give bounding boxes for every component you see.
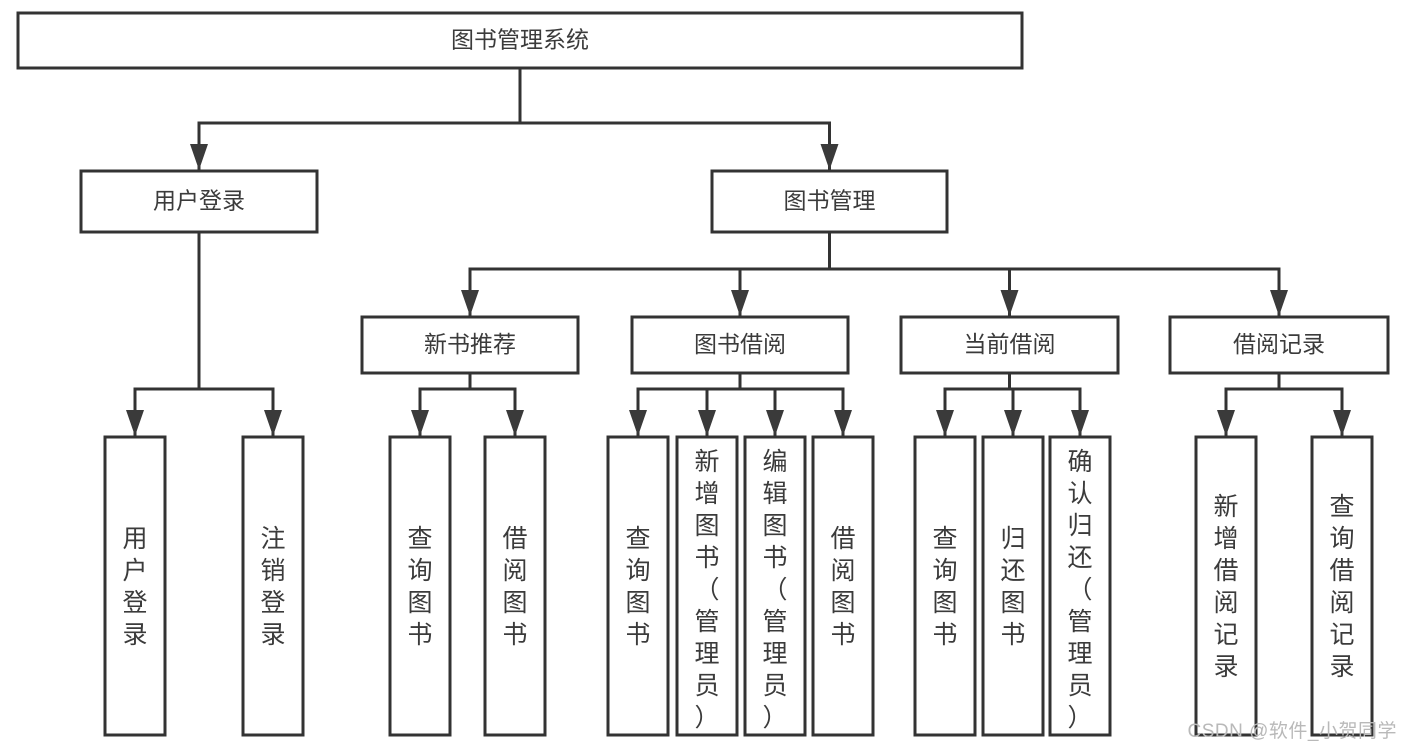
arrow-head-icon (190, 144, 208, 170)
node-label: 当前借阅 (964, 331, 1056, 357)
arrow-head-icon (834, 410, 852, 436)
node-box (981, 435, 1045, 737)
arrow-head-icon (820, 144, 839, 170)
node-label: 借阅图书 (502, 525, 527, 649)
arrow-head-icon (461, 290, 479, 316)
edge-group-current-borrow (936, 371, 1089, 438)
node-label: 编辑图书（管理员） (762, 448, 787, 732)
node-root[interactable]: 图书管理系统 (16, 11, 1024, 70)
node-book-manage[interactable]: 图书管理 (710, 169, 949, 234)
arrow-head-icon (936, 410, 954, 436)
node-box (899, 315, 1120, 375)
node-layer: 图书管理系统用户登录图书管理新书推荐图书借阅当前借阅借阅记录用户登录注销登录查询… (16, 11, 1390, 737)
arrow-head-icon (264, 410, 282, 436)
node-box (16, 11, 1024, 70)
node-leaf-user-login[interactable]: 用户登录 (103, 435, 167, 737)
arrow-head-icon (1270, 290, 1288, 316)
node-label: 查询借阅记录 (1329, 493, 1354, 681)
node-leaf-query-record[interactable]: 查询借阅记录 (1310, 435, 1374, 737)
node-box (79, 169, 319, 234)
node-label: 借阅记录 (1233, 331, 1325, 357)
node-label: 借阅图书 (830, 525, 855, 649)
node-box (913, 435, 977, 737)
node-box (1310, 435, 1374, 737)
edge-group-borrow-record (1217, 371, 1351, 438)
node-box (483, 435, 547, 737)
edge-group-user-login (126, 230, 282, 438)
arrow-head-icon (766, 410, 784, 436)
node-box (675, 435, 739, 737)
edge-group-new-book-recommend (411, 371, 524, 438)
node-box (710, 169, 949, 234)
node-label: 新增借阅记录 (1213, 493, 1238, 681)
node-label: 查询图书 (932, 525, 957, 649)
arrow-head-icon (1000, 290, 1019, 316)
node-box (743, 435, 807, 737)
node-box (630, 315, 850, 375)
arrow-head-icon (1004, 410, 1022, 436)
node-box (1168, 315, 1390, 375)
node-label: 查询图书 (407, 525, 432, 649)
node-leaf-query-book-3[interactable]: 查询图书 (913, 435, 977, 737)
node-leaf-query-book-1[interactable]: 查询图书 (388, 435, 452, 737)
node-box (1048, 435, 1112, 737)
node-leaf-logout[interactable]: 注销登录 (241, 435, 305, 737)
node-label: 注销登录 (260, 525, 285, 649)
node-label: 查询图书 (625, 525, 650, 649)
node-box (1194, 435, 1258, 737)
arrow-head-icon (731, 290, 749, 316)
arrow-head-icon (1071, 410, 1089, 436)
edge-layer (126, 66, 1351, 438)
node-label: 确认归还（管理员） (1067, 448, 1092, 732)
node-borrow-record[interactable]: 借阅记录 (1168, 315, 1390, 375)
node-label: 归还图书 (1000, 525, 1025, 649)
node-label: 图书借阅 (694, 331, 786, 357)
arrow-head-icon (1217, 410, 1235, 436)
arrow-head-icon (506, 410, 524, 436)
arrow-head-icon (698, 410, 716, 436)
arrow-head-icon (1333, 410, 1351, 436)
node-box (388, 435, 452, 737)
edge-group-book-manage (461, 230, 1288, 318)
node-label: 图书管理系统 (451, 27, 589, 53)
arrow-head-icon (629, 410, 647, 436)
edge-group-root (190, 66, 839, 172)
node-box (360, 315, 580, 375)
node-leaf-query-book-2[interactable]: 查询图书 (606, 435, 670, 737)
arrow-head-icon (411, 410, 429, 436)
node-new-book-recommend[interactable]: 新书推荐 (360, 315, 580, 375)
node-book-borrow[interactable]: 图书借阅 (630, 315, 850, 375)
node-leaf-borrow-book-2[interactable]: 借阅图书 (811, 435, 875, 737)
node-current-borrow[interactable]: 当前借阅 (899, 315, 1120, 375)
node-leaf-add-book[interactable]: 新增图书（管理员） (675, 435, 739, 737)
node-user-login[interactable]: 用户登录 (79, 169, 319, 234)
node-leaf-confirm-return[interactable]: 确认归还（管理员） (1048, 435, 1112, 737)
node-leaf-add-record[interactable]: 新增借阅记录 (1194, 435, 1258, 737)
node-label: 用户登录 (153, 188, 245, 214)
node-box (811, 435, 875, 737)
arrow-head-icon (126, 410, 144, 436)
node-leaf-borrow-book-1[interactable]: 借阅图书 (483, 435, 547, 737)
node-label: 用户登录 (122, 525, 147, 649)
node-box (103, 435, 167, 737)
watermark-text: CSDN @软件_小贺同学 (1187, 721, 1397, 742)
edge-group-book-borrow (629, 371, 852, 438)
node-label: 新增图书（管理员） (694, 448, 719, 732)
node-leaf-edit-book[interactable]: 编辑图书（管理员） (743, 435, 807, 737)
node-label: 新书推荐 (424, 331, 516, 357)
node-box (241, 435, 305, 737)
node-box (606, 435, 670, 737)
node-leaf-return-book[interactable]: 归还图书 (981, 435, 1045, 737)
node-label: 图书管理 (784, 188, 876, 214)
